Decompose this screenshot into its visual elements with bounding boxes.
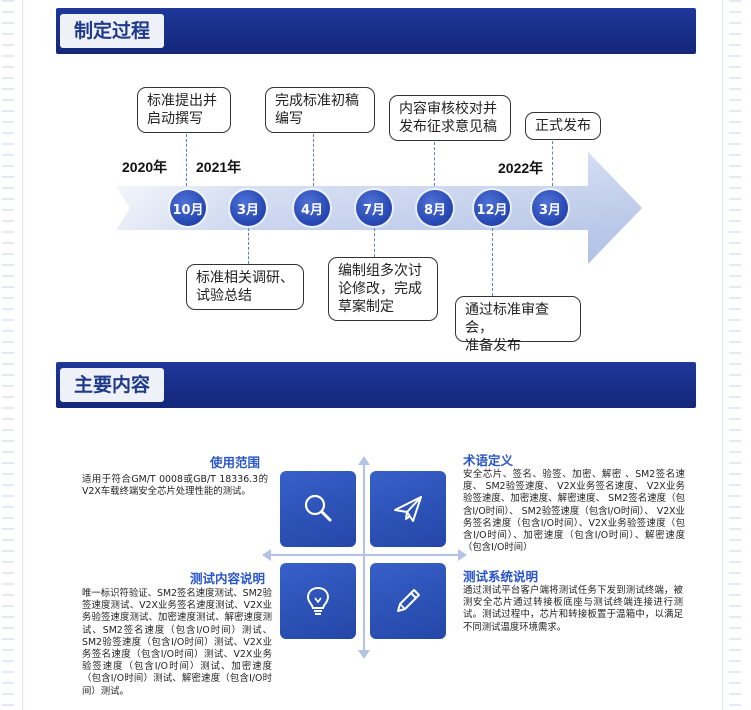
paper-plane-icon <box>394 496 422 522</box>
terms-text: 安全芯片、签名、验签、加密、解密 、SM2签名速度、 SM2验签速度、 V2X业… <box>463 469 685 554</box>
test-system-text: 通过测试平台客户端将测试任务下发到测试终端，被测安全芯片通过转接板底座与测试终端… <box>463 585 683 633</box>
arrow-up-icon <box>358 456 370 465</box>
connector-line <box>374 228 375 257</box>
lightbulb-icon <box>306 586 330 615</box>
test-content-title: 测试内容说明 <box>190 571 266 586</box>
month-marker: 4月 <box>294 190 330 226</box>
month-marker: 3月 <box>532 190 568 226</box>
scope-text: 适用于符合GM/T 0008或GB/T 18336.3的V2X车载终端安全芯片处… <box>82 474 268 498</box>
frame-line <box>722 0 723 710</box>
milestone-callout: 正式发布 <box>525 112 601 140</box>
arrow-down-icon <box>358 650 370 659</box>
milestone-callout: 编制组多次讨 论修改，完成 草案制定 <box>328 257 438 321</box>
arrow-right-icon <box>458 549 467 561</box>
axis-vertical <box>363 462 365 652</box>
connector-line <box>492 228 493 296</box>
month-marker: 12月 <box>474 190 510 226</box>
scope-title: 使用范围 <box>210 455 261 470</box>
milestone-callout: 标准相关调研、 试验总结 <box>186 264 304 310</box>
connector-line <box>186 134 187 186</box>
section-title-process: 制定过程 <box>60 14 165 48</box>
search-icon-tile <box>280 471 356 547</box>
left-decoration <box>2 0 20 710</box>
right-decoration <box>729 0 747 710</box>
milestone-callout: 完成标准初稿 编写 <box>265 87 375 133</box>
connector-line <box>434 142 435 186</box>
connector-line <box>313 134 314 186</box>
paper-plane-icon-tile <box>370 471 446 547</box>
milestone-callout: 标准提出并 启动撰写 <box>137 87 231 133</box>
year-label: 2020年 <box>122 159 168 175</box>
year-label: 2021年 <box>196 159 242 175</box>
month-marker: 7月 <box>356 190 392 226</box>
section-title-content: 主要内容 <box>60 368 165 402</box>
month-marker: 8月 <box>417 190 453 226</box>
search-icon <box>304 494 332 522</box>
connector-line <box>248 228 249 264</box>
year-label: 2022年 <box>498 160 544 176</box>
month-marker: 10月 <box>170 190 206 226</box>
frame-line <box>22 0 23 710</box>
test-system-title: 测试系统说明 <box>463 569 539 584</box>
connector-line <box>552 141 553 186</box>
arrow-left-icon <box>262 549 271 561</box>
pencil-icon <box>397 589 420 612</box>
milestone-callout: 通过标准审查会， 准备发布 <box>455 296 581 354</box>
terms-title: 术语定义 <box>463 453 514 468</box>
pencil-icon-tile <box>370 563 446 639</box>
test-content-text: 唯一标识符验证、SM2签名速度测试、SM2验签速度测试、V2X业务签名速度测试、… <box>82 588 273 697</box>
month-marker: 3月 <box>230 190 266 226</box>
lightbulb-icon-tile <box>280 563 356 639</box>
milestone-callout: 内容审核校对并 发布征求意见稿 <box>389 95 511 141</box>
